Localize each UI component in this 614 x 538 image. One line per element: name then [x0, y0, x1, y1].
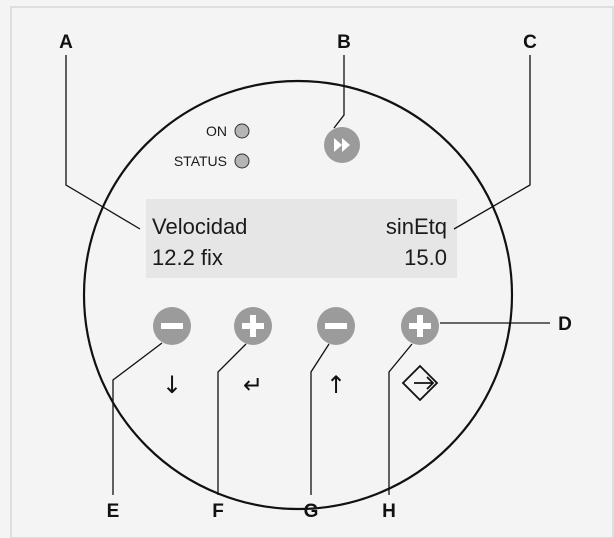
plus-button-enter[interactable] — [234, 307, 272, 345]
on-led — [234, 123, 250, 139]
callout-c: C — [523, 32, 537, 53]
display-line2-right: 15.0 — [404, 245, 447, 270]
fast-forward-icon — [334, 138, 342, 152]
callout-a: A — [59, 32, 73, 53]
plus-button-escape[interactable] — [401, 307, 439, 345]
callout-lines — [65, 55, 550, 495]
minus-button-up[interactable] — [317, 307, 355, 345]
callout-f: F — [212, 501, 224, 522]
callout-b: B — [337, 32, 351, 53]
on-label: ON — [206, 123, 227, 139]
callout-h: H — [382, 501, 396, 522]
arrow-up-icon: ↑ — [326, 371, 346, 399]
minus-icon — [325, 323, 347, 329]
display-line1-right: sinEtq — [386, 214, 447, 239]
callout-g: G — [304, 501, 319, 522]
minus-icon — [161, 323, 183, 329]
minus-button-down[interactable] — [153, 307, 191, 345]
callout-e: E — [107, 501, 120, 522]
status-led — [234, 153, 250, 169]
display-line2-left: 12.2 fix — [152, 245, 223, 270]
display-line1-left: Velocidad — [152, 214, 247, 239]
device-panel — [82, 79, 514, 511]
enter-icon: ↵ — [243, 371, 263, 399]
callout-d: D — [558, 314, 572, 335]
escape-icon — [401, 364, 439, 402]
arrow-down-icon: ↓ — [162, 371, 182, 399]
lcd-display — [146, 199, 457, 278]
status-label: STATUS — [174, 153, 227, 169]
fast-forward-button[interactable] — [324, 127, 360, 163]
